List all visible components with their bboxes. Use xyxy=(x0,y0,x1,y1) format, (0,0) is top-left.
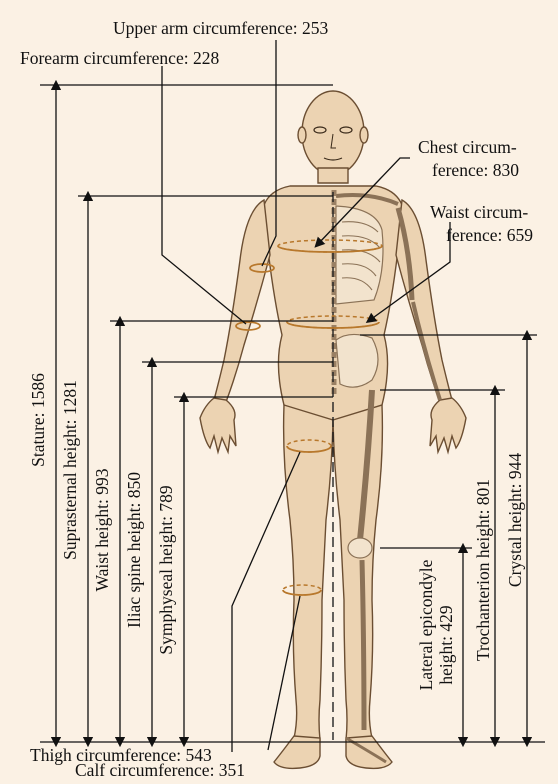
tibia xyxy=(362,560,364,730)
head xyxy=(302,91,364,175)
waist-label-line2: ference: 659 xyxy=(446,225,533,245)
chest-label-line1: Chest circum- xyxy=(418,137,517,157)
waist-height-label: Waist height: 993 xyxy=(92,468,112,591)
left-foot xyxy=(274,736,320,768)
suprasternal-label: Suprasternal height: 1281 xyxy=(60,380,80,560)
left-hand xyxy=(200,398,236,452)
left-leg xyxy=(284,405,333,740)
neck xyxy=(318,168,348,183)
chest-label-line2: ference: 830 xyxy=(432,160,519,180)
iliac-label: Iliac spine height: 850 xyxy=(124,472,144,628)
waist-label-line1: Waist circum- xyxy=(430,202,528,222)
lateral-epicondyle-label-line1: Lateral epicondyle xyxy=(416,559,436,690)
forearm-leader xyxy=(162,66,246,324)
upper-arm-label: Upper arm circumference: 253 xyxy=(113,18,328,38)
symphyseal-label: Symphyseal height: 789 xyxy=(156,485,176,654)
pelvis xyxy=(336,334,378,387)
forearm-label: Forearm circumference: 228 xyxy=(20,48,219,68)
right-leg xyxy=(333,405,382,740)
trochanterion-label: Trochanterion height: 801 xyxy=(473,479,493,661)
ribcage xyxy=(336,206,383,304)
crystal-label: Crystal height: 944 xyxy=(505,453,525,587)
left-arm xyxy=(214,200,270,402)
lateral-epicondyle-label-line2: height: 429 xyxy=(436,605,456,684)
right-hand xyxy=(430,398,466,452)
stature-label: Stature: 1586 xyxy=(28,373,48,467)
knee xyxy=(348,538,372,558)
right-ear xyxy=(360,127,368,143)
calf-label: Calf circumference: 351 xyxy=(75,760,245,780)
left-ear xyxy=(298,127,306,143)
